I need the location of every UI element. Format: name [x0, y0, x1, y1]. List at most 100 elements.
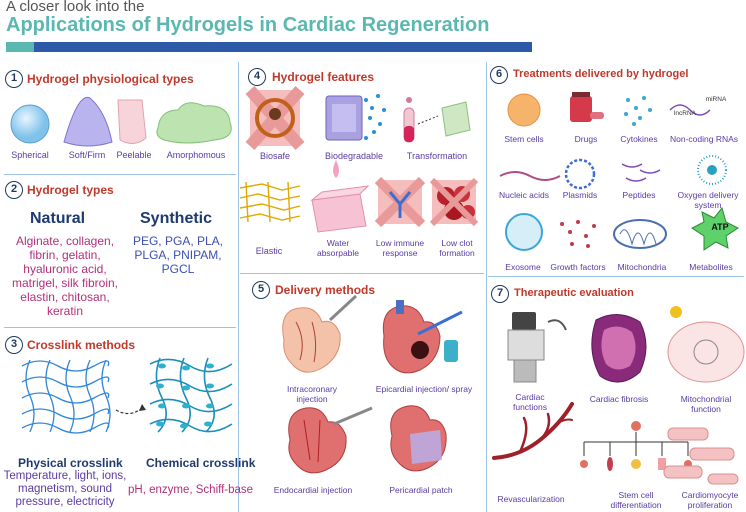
label-cardiomyocyte-proliferation: Cardiomyocyte proliferation: [681, 490, 739, 510]
section-6-number: 6: [490, 66, 508, 84]
atp-star-icon: [670, 306, 682, 318]
label-biosafe: Biosafe: [259, 151, 291, 161]
label-cardiac-functions: Cardiac functions: [512, 392, 548, 412]
label-soft-firm: Soft/Firm: [68, 150, 106, 160]
drugs-icon: [570, 92, 604, 122]
delivery-art: [282, 294, 463, 474]
header-line1: A closer look into the: [6, 0, 145, 15]
treatments-art: [499, 92, 739, 251]
divider-v2: [486, 62, 487, 512]
biosafe-icon: [245, 86, 305, 150]
low-immune-response-icon: [374, 176, 426, 228]
section-4-number: 4: [248, 68, 266, 86]
label-low-clot: Low clot formation: [439, 238, 475, 258]
label-peptides: Peptides: [622, 190, 656, 200]
label-stem-cells: Stem cells: [504, 134, 544, 144]
natural-list: Alginate, collagen, fibrin, gelatin, hya…: [11, 234, 119, 318]
label-mitochondrial-function: Mitochondrial function: [680, 394, 732, 414]
cytokines-icon: [624, 96, 652, 126]
synthetic-list: PEG, PGA, PLA, PLGA, PNIPAM, PGCL: [132, 234, 224, 276]
transformation-icon: [403, 97, 471, 143]
label-growth-factors: Growth factors: [550, 262, 606, 272]
chemical-crosslink-label: Chemical crosslink: [146, 456, 256, 470]
label-peelable: Peelable: [116, 150, 152, 160]
label-spherical: Spherical: [11, 150, 49, 160]
crosslink-nodes: [156, 363, 214, 429]
revascularization-icon: [492, 402, 574, 460]
label-oxygen-delivery: Oxygen delivery system: [677, 190, 739, 210]
divider-h3: [240, 273, 484, 274]
exosome-icon: [505, 213, 543, 251]
spherical-icon: [10, 104, 50, 144]
divider-h2: [4, 327, 236, 328]
stem-cells-icon: [507, 93, 541, 127]
epicardial-heart-icon: [382, 300, 463, 374]
divider-v1: [238, 62, 239, 512]
section-1-art: [10, 96, 232, 147]
section-4-title: Hydrogel features: [272, 70, 375, 84]
label-stem-cell-differentiation: Stem cell differentiation: [610, 490, 662, 510]
growth-factors-icon: [560, 220, 596, 248]
label-mitochondria: Mitochondria: [617, 262, 667, 272]
biodegradable-icon: [325, 94, 386, 141]
label-noncoding-rnas: Non-coding RNAs: [669, 134, 739, 144]
label-water-absorbable: Water absorpable: [316, 238, 360, 258]
peptides-icon: [621, 163, 661, 182]
label-elastic: Elastic: [255, 246, 283, 256]
crosslink-art: [21, 357, 233, 434]
label-amorphous: Amorphomous: [166, 150, 226, 160]
label-metabolites: Metabolites: [689, 262, 733, 272]
label-exosome: Exosome: [505, 262, 541, 272]
label-pericardial-patch: Pericardial patch: [389, 485, 453, 495]
plasmids-icon: [564, 158, 596, 190]
label-cardiac-fibrosis: Cardiac fibrosis: [589, 394, 649, 404]
header-bar-accent: [6, 42, 34, 52]
mitochondrial-function-icon: [667, 306, 745, 383]
section-6-title: Treatments delivered by hydrogel: [513, 68, 689, 80]
label-low-immune: Low immune response: [375, 238, 425, 258]
soft-firm-icon: [63, 96, 113, 147]
divider-h4: [488, 276, 744, 277]
intracoronary-heart-icon: [282, 294, 358, 373]
ultrasound-machine-icon: [507, 312, 567, 383]
amorphous-icon: [156, 102, 232, 144]
header-title: Applications of Hydrogels in Cardiac Reg…: [6, 14, 490, 36]
metabolites-icon: [691, 206, 739, 251]
physical-methods: Temperature, light, ions, magnetism, sou…: [3, 470, 127, 508]
elastic-icon: [239, 181, 301, 223]
section-7-title: Therapeutic evaluation: [514, 287, 634, 299]
nucleic-acids-icon: [499, 171, 561, 181]
mitochondria-icon: [613, 219, 667, 249]
label-biodegradable: Biodegradable: [324, 151, 384, 161]
endocardial-heart-icon: [288, 406, 373, 474]
physical-mesh-icon: [21, 359, 111, 434]
water-absorbable-icon: [310, 160, 370, 233]
oxygen-delivery-icon: [697, 155, 727, 185]
section-5-number: 5: [252, 281, 270, 299]
low-clot-formation-icon: [429, 177, 479, 227]
physical-crosslink-label: Physical crosslink: [18, 456, 123, 470]
header-bar: [6, 42, 532, 52]
section-3-title: Crosslink methods: [27, 338, 136, 352]
label-endocardial: Endocardial injection: [273, 485, 353, 495]
mirna-label: miRNA: [705, 96, 727, 103]
peelable-icon: [117, 99, 147, 144]
atp-label: ATP: [711, 222, 729, 232]
section-2-title: Hydrogel types: [27, 183, 114, 197]
pericardial-patch-heart-icon: [390, 405, 447, 472]
natural-heading: Natural: [30, 210, 86, 227]
section-7-number: 7: [491, 285, 509, 303]
lncrna-label: lncRNA: [673, 110, 697, 117]
divider-h1: [4, 174, 236, 175]
section-2-number: 2: [5, 181, 23, 199]
noncoding-rna-icon: [669, 104, 711, 116]
section-1-title: Hydrogel physiological types: [27, 72, 194, 86]
synthetic-heading: Synthetic: [140, 210, 213, 227]
chemical-methods: pH, enzyme, Schiff-base: [128, 484, 254, 496]
label-cytokines: Cytokines: [620, 134, 658, 144]
label-intracoronary: Intracoronary injection: [286, 384, 338, 404]
features-art: [239, 86, 479, 233]
label-drugs: Drugs: [574, 134, 598, 144]
